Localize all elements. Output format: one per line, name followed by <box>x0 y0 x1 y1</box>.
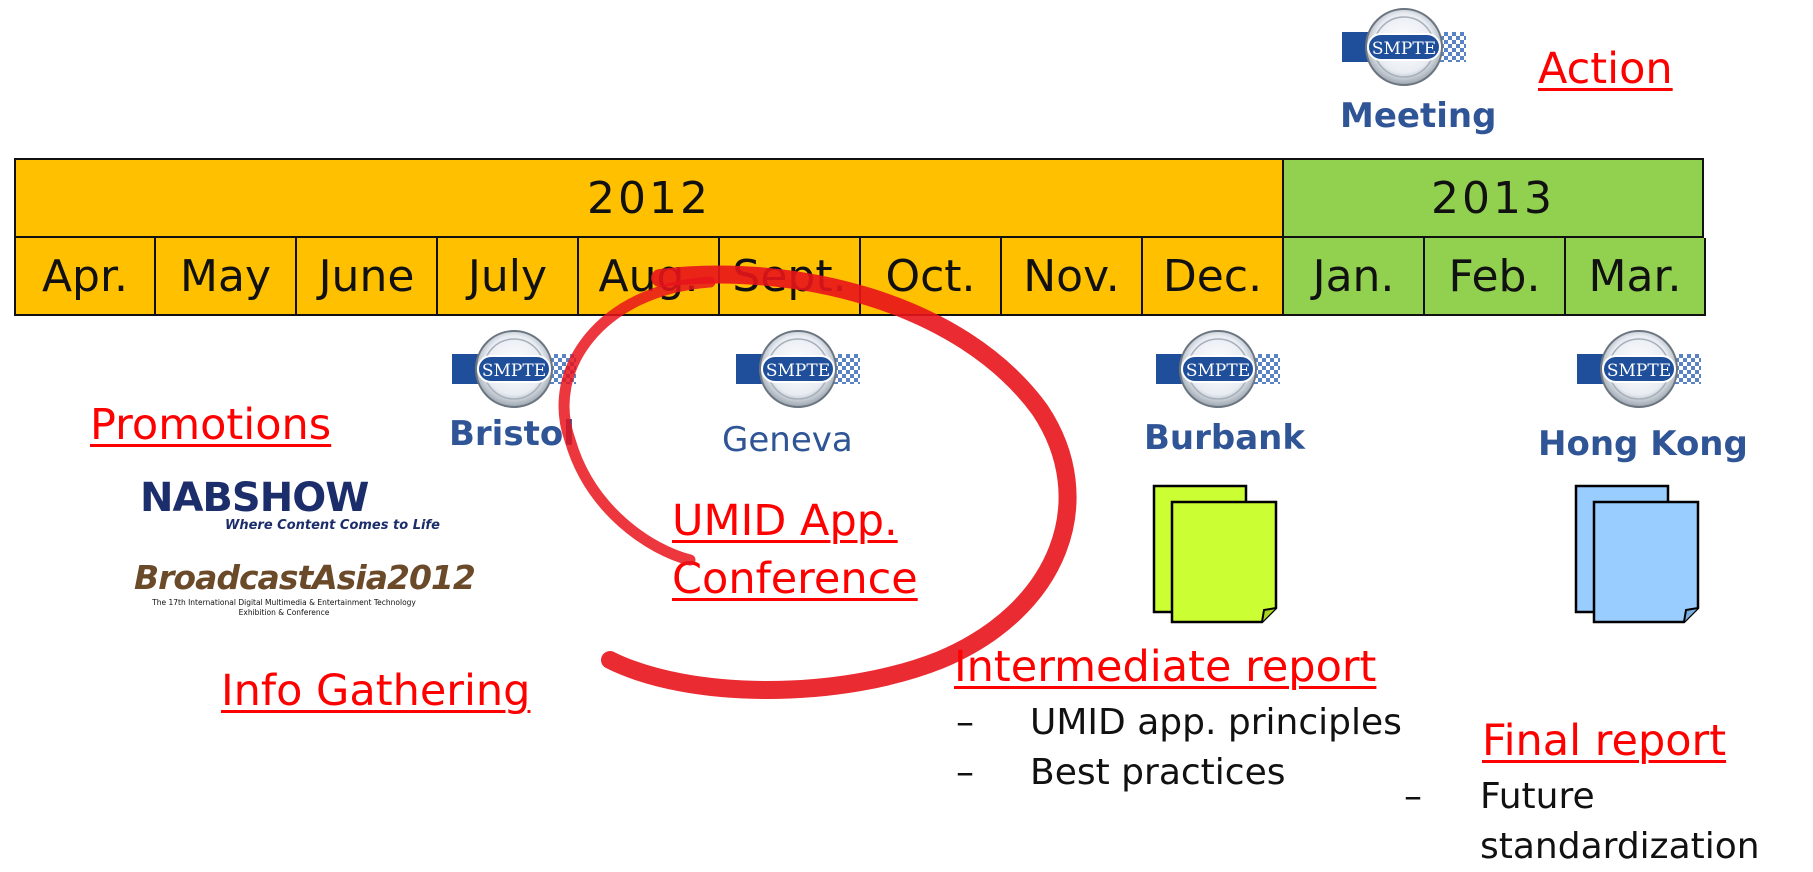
highlight-circle <box>558 265 1077 699</box>
intermediate-report-title: Intermediate report <box>954 642 1377 692</box>
meeting-city-hong-kong: Hong Kong <box>1538 424 1748 464</box>
broadcast-asia-logo: BroadcastAsia2012 The 17th International… <box>134 558 476 618</box>
final-report-list: –Future standardization <box>1404 772 1804 872</box>
month-nov: Nov. <box>1000 238 1143 316</box>
month-row: Apr. May June July Aug. Sept. Oct. Nov. … <box>14 238 1706 316</box>
list-item: –Best practices <box>956 752 1286 793</box>
month-apr: Apr. <box>14 238 156 316</box>
month-mar: Mar. <box>1564 238 1706 316</box>
info-gathering-label: Info Gathering <box>221 666 531 716</box>
smpte-logo-icon <box>1576 330 1702 408</box>
final-report-document-icon <box>1574 484 1700 624</box>
final-report-title: Final report <box>1482 716 1727 766</box>
nab-show-logo: NABSHOW Where Content Comes to Life <box>140 475 440 533</box>
year-2012-bar: 2012 <box>14 158 1284 238</box>
umid-conference-line2: Conference <box>672 554 918 604</box>
month-july: July <box>436 238 579 316</box>
year-2013-label: 2013 <box>1431 172 1555 224</box>
month-may: May <box>154 238 297 316</box>
smpte-logo-icon <box>1341 8 1467 86</box>
list-item: –Future standardization <box>1404 776 1760 867</box>
intermediate-report-list: –UMID app. principles –Best practices <box>956 698 1402 798</box>
promotions-title: Promotions <box>90 400 332 450</box>
month-feb: Feb. <box>1423 238 1566 316</box>
legend-meeting-label: Meeting <box>1340 96 1497 136</box>
meeting-city-bristol: Bristol <box>449 414 575 454</box>
month-jan: Jan. <box>1282 238 1425 316</box>
intermediate-report-document-icon <box>1152 484 1278 624</box>
month-june: June <box>295 238 438 316</box>
year-2013-bar: 2013 <box>1282 158 1704 238</box>
month-dec: Dec. <box>1141 238 1284 316</box>
meeting-city-geneva: Geneva <box>722 420 853 460</box>
legend-action-label: Action <box>1538 44 1673 94</box>
umid-conference-line1: UMID App. <box>672 496 898 546</box>
year-2012-label: 2012 <box>587 172 711 224</box>
meeting-city-burbank: Burbank <box>1144 418 1305 458</box>
list-item: –UMID app. principles <box>956 702 1402 743</box>
smpte-logo-icon <box>1155 330 1281 408</box>
